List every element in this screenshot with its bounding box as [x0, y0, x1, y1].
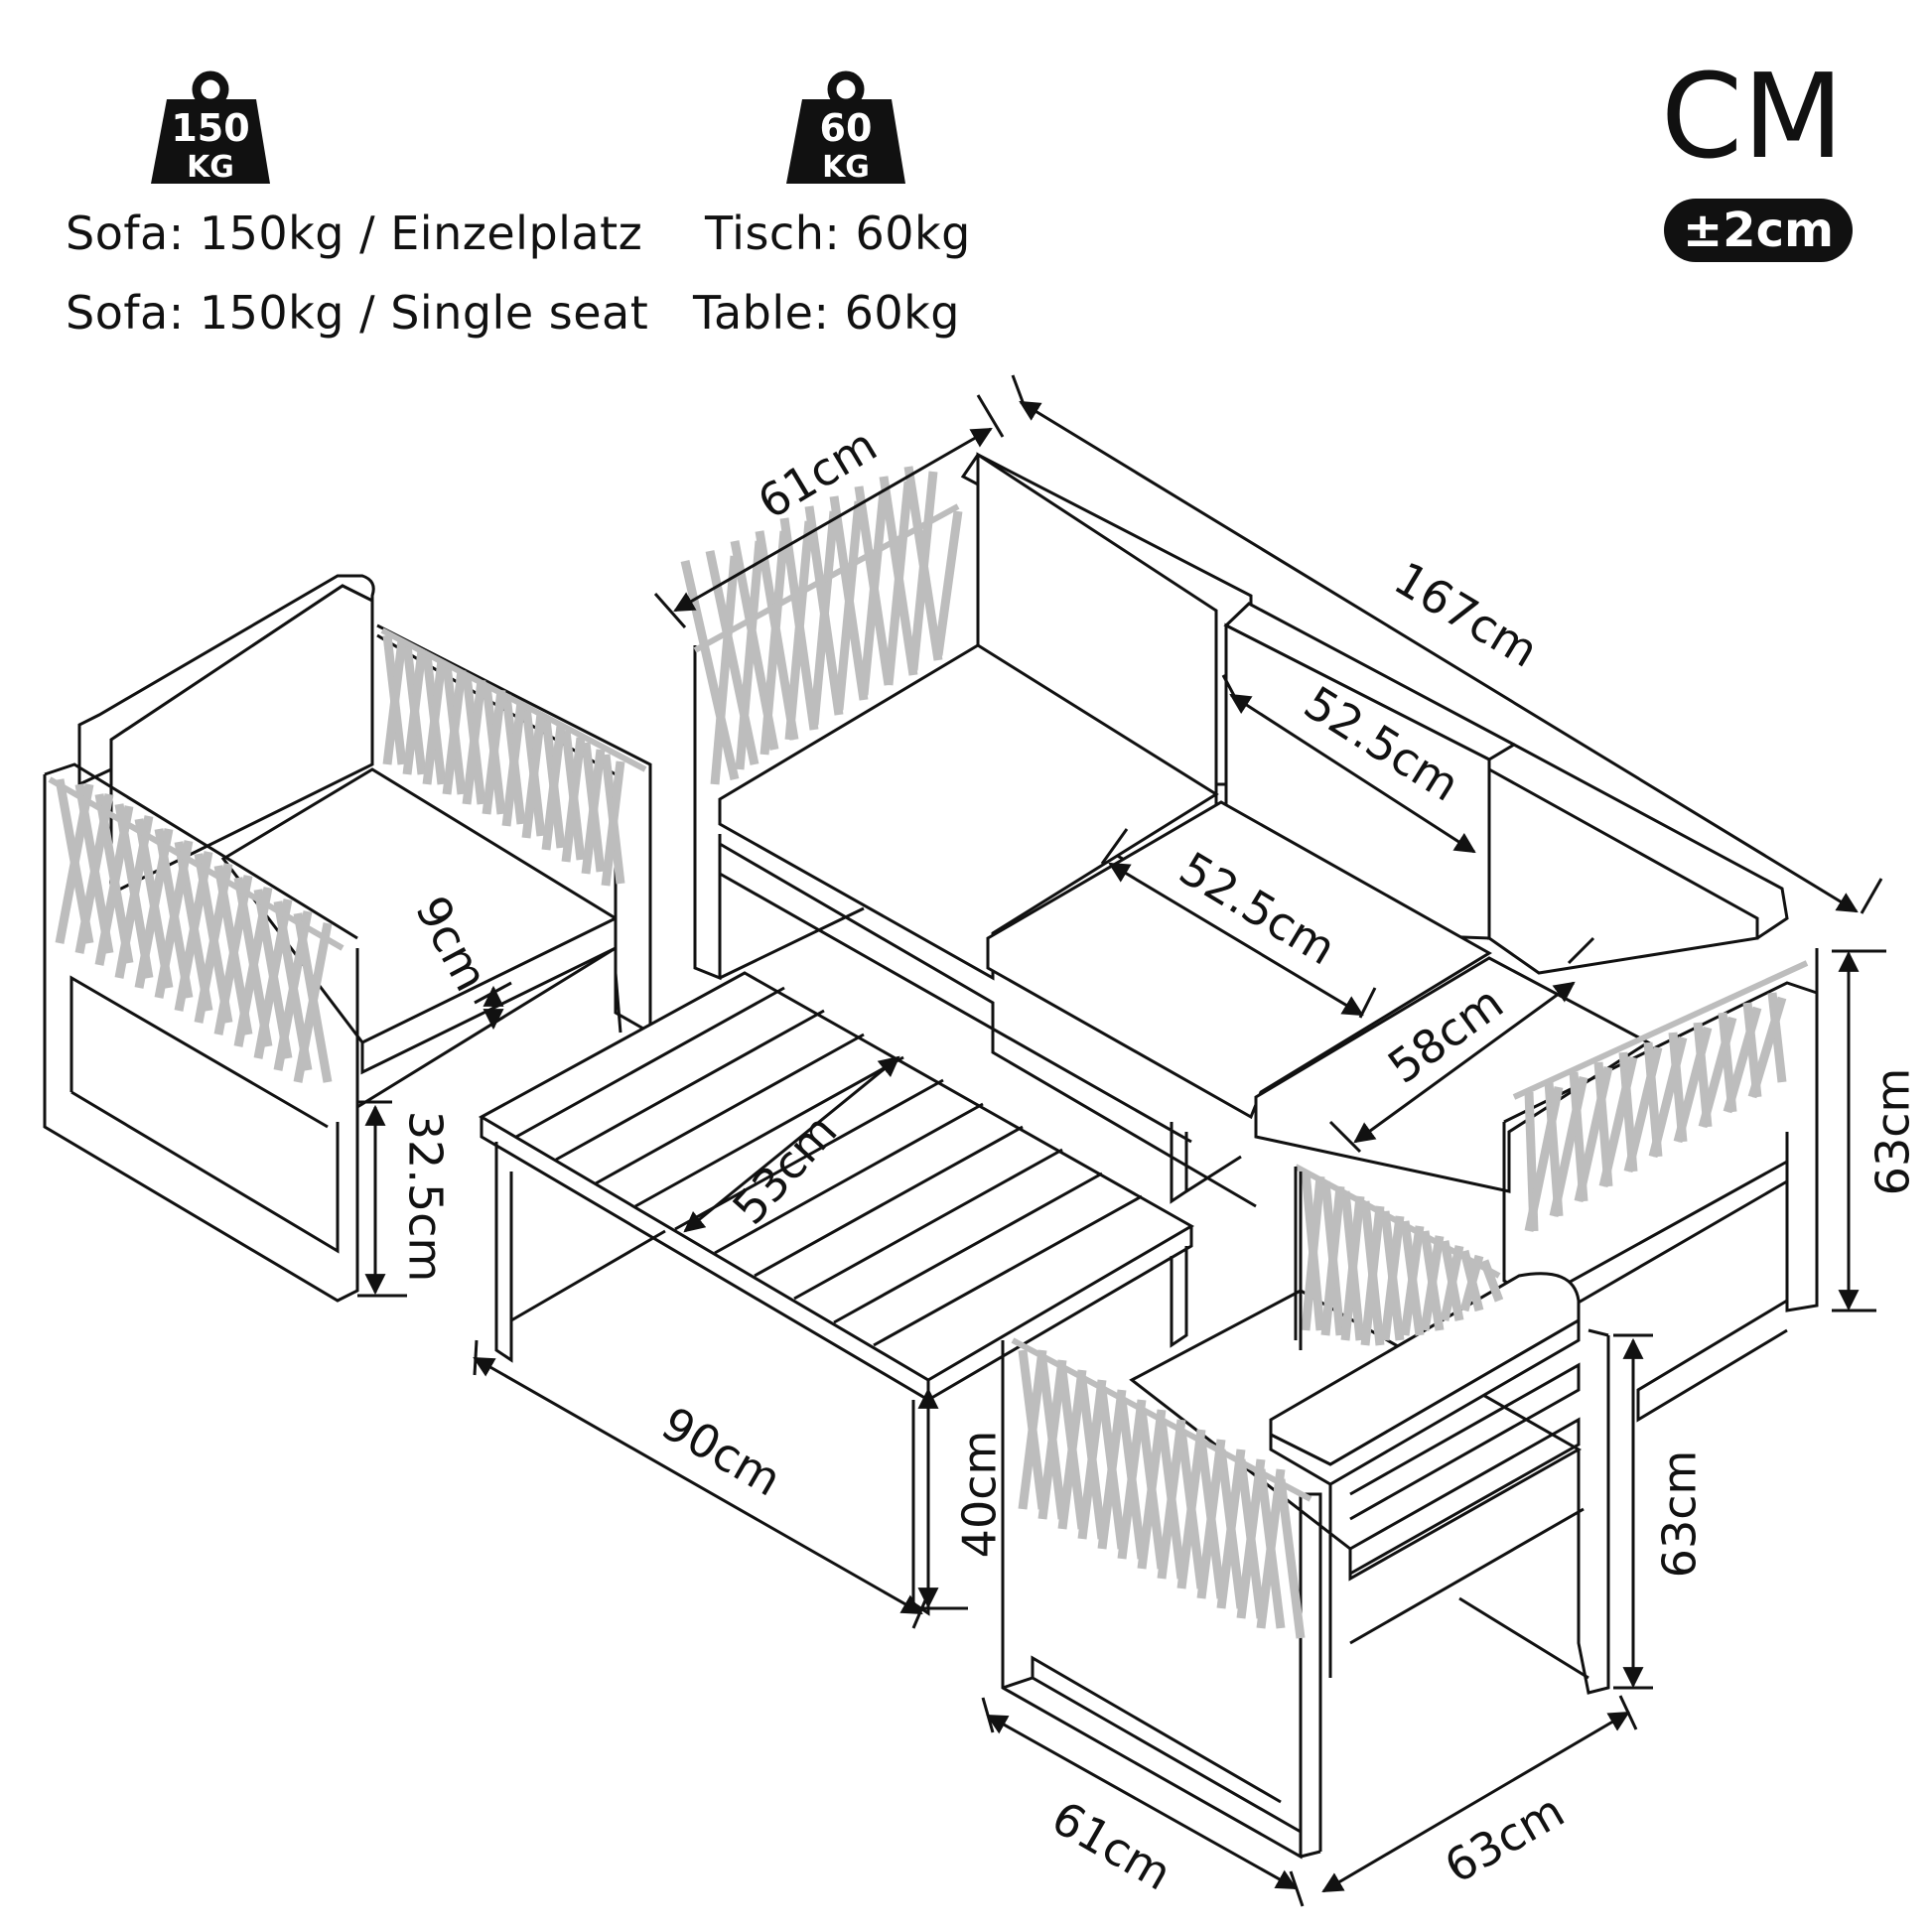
- dim-table-height: 40cm: [953, 1431, 1007, 1559]
- dimension-lines: [357, 374, 1886, 1907]
- tolerance-badge: ±2cm: [1664, 199, 1853, 262]
- dim-sofa-height: 63cm: [1866, 1068, 1920, 1196]
- sofa-weight-en: Sofa: 150kg / Single seat: [66, 286, 649, 340]
- dim-chair-height: 63cm: [1653, 1450, 1707, 1579]
- dim-table-length: 90cm: [653, 1396, 790, 1506]
- dim-chair-depth: 61cm: [1043, 1790, 1180, 1900]
- dim-seat-height: 32.5cm: [399, 1111, 453, 1283]
- table-weight-de: Tisch: 60kg: [705, 207, 971, 260]
- sofa-weight-de: Sofa: 150kg / Einzelplatz: [66, 207, 643, 260]
- weight-60-value: 60: [820, 106, 873, 150]
- left-armchair: [43, 574, 652, 1303]
- dim-chair-width: 63cm: [1436, 1783, 1573, 1893]
- weight-150-unit: KG: [187, 150, 234, 185]
- weight-60-unit: KG: [822, 150, 870, 185]
- unit-label: CM: [1660, 48, 1845, 185]
- weight-60kg-icon: 60 KG: [786, 70, 905, 185]
- table-weight-en: Table: 60kg: [693, 286, 960, 340]
- weight-150-value: 150: [171, 106, 249, 150]
- dim-sofa-length: 167cm: [1385, 551, 1547, 678]
- weight-150kg-icon: 150 KG: [151, 70, 270, 185]
